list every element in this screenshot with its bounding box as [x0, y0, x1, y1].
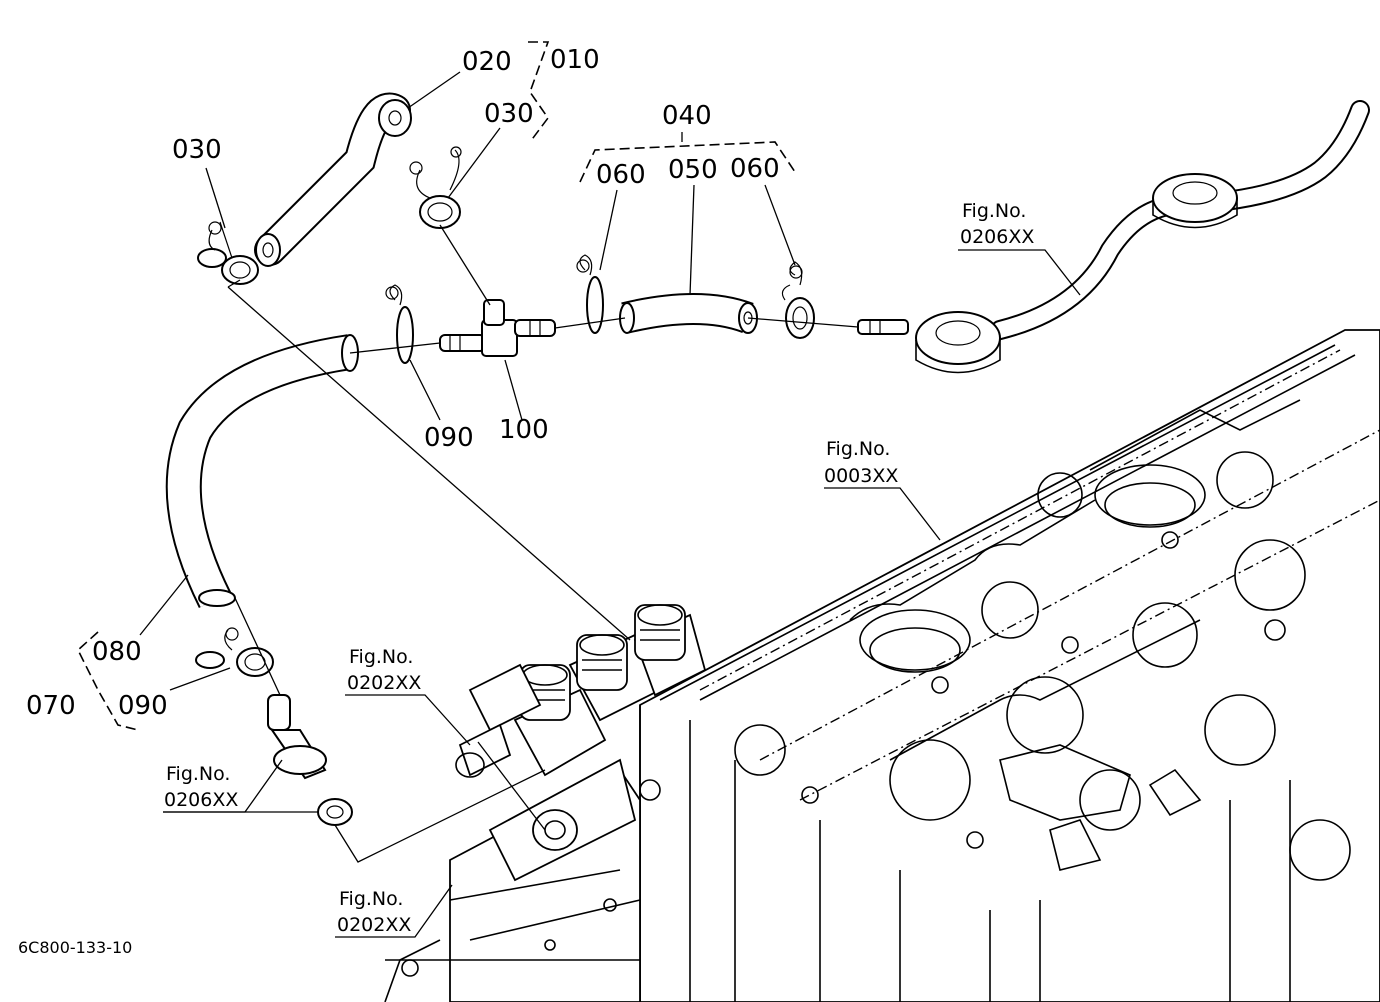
svg-text:0206XX: 0206XX	[164, 789, 238, 811]
svg-text:0206XX: 0206XX	[960, 226, 1034, 248]
callout-040: 040	[662, 101, 712, 131]
hose-020	[254, 92, 412, 267]
clip-030-left	[197, 221, 259, 285]
svg-text:Fig.No.: Fig.No.	[826, 438, 890, 460]
callout-080: 080	[92, 637, 142, 667]
hose-050	[619, 293, 758, 334]
callout-060-right: 060	[730, 154, 780, 184]
cylinder-head-illustration	[639, 329, 1380, 1002]
hollow-bolt-illustration	[267, 694, 353, 826]
callout-010: 010	[550, 45, 600, 75]
svg-text:Fig.No.: Fig.No.	[166, 763, 230, 785]
svg-text:0003XX: 0003XX	[824, 465, 898, 487]
figure-references: Fig.No. 0206XX Fig.No. 0003XX Fig.No. 02…	[164, 200, 1034, 936]
svg-text:Fig.No.: Fig.No.	[339, 888, 403, 910]
callout-070: 070	[26, 691, 76, 721]
tee-fitting-100	[439, 299, 556, 357]
clip-060-left	[576, 254, 604, 334]
callout-050: 050	[668, 155, 718, 185]
group-brackets	[77, 41, 796, 731]
callout-030-right: 030	[484, 99, 534, 129]
figref-0202-bottom: Fig.No. 0202XX	[337, 888, 411, 936]
assembly-lines	[227, 224, 859, 863]
clip-030-right	[409, 146, 462, 229]
fuel-return-pipe-illustration	[857, 100, 1370, 374]
figref-0003: Fig.No. 0003XX	[824, 438, 898, 487]
callout-020: 020	[462, 47, 512, 77]
callout-090-upper: 090	[424, 423, 474, 453]
hose-080	[165, 334, 359, 609]
callout-060-left: 060	[596, 160, 646, 190]
svg-text:Fig.No.: Fig.No.	[349, 646, 413, 668]
svg-text:0202XX: 0202XX	[337, 914, 411, 936]
injection-pump-illustration	[384, 604, 707, 1002]
clip-090-lower	[195, 627, 274, 677]
figref-0206-top: Fig.No. 0206XX	[960, 200, 1034, 248]
clip-090-upper	[385, 284, 414, 364]
callout-100: 100	[499, 415, 549, 445]
svg-text:Fig.No.: Fig.No.	[962, 200, 1026, 222]
diagram-code: 6C800-133-10	[18, 938, 132, 957]
callout-090-lower: 090	[118, 691, 168, 721]
callout-labels: 020 010 030 030 040 060 050 060 090 100 …	[26, 45, 780, 721]
figref-0206-left: Fig.No. 0206XX	[164, 763, 238, 811]
callout-030-left: 030	[172, 135, 222, 165]
svg-text:0202XX: 0202XX	[347, 672, 421, 694]
clip-060-right	[781, 261, 815, 339]
callout-leaders	[139, 71, 1081, 938]
figref-0202-mid: Fig.No. 0202XX	[347, 646, 421, 694]
